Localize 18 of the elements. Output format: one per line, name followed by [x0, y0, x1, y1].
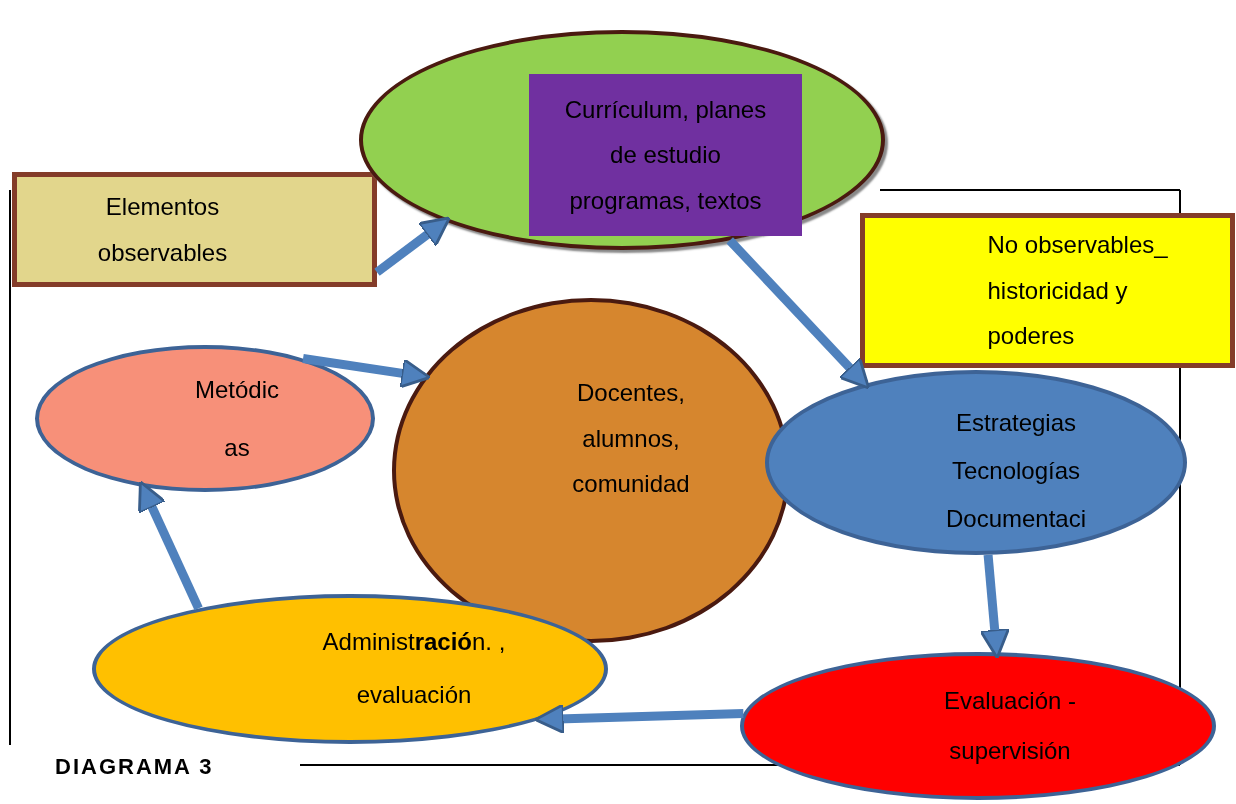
arrow: [979, 554, 1011, 660]
label-box: [12, 172, 377, 287]
node-text: Administración. , evaluación: [321, 627, 507, 710]
arrow: [374, 216, 451, 276]
node-text: No observables_ historicidad y poderes: [987, 230, 1169, 352]
caption: DIAGRAMA 3: [55, 753, 214, 781]
node-text: Currículum, planes de estudio programas, textos: [563, 94, 768, 216]
node-text: Estrategias Tecnologías Documentaci: [944, 407, 1088, 534]
arrow: [138, 480, 203, 611]
arrow: [534, 703, 744, 735]
topic-box: [529, 74, 802, 236]
label-box: [860, 213, 1235, 368]
node-text: Elementos observables: [96, 191, 229, 268]
node-text: Metódic as: [193, 374, 280, 463]
node-text: Evaluación - supervisión: [942, 685, 1078, 766]
arrow: [726, 237, 871, 390]
node-text: Docentes, alumnos, comunidad: [571, 378, 691, 500]
arrow: [302, 354, 431, 389]
